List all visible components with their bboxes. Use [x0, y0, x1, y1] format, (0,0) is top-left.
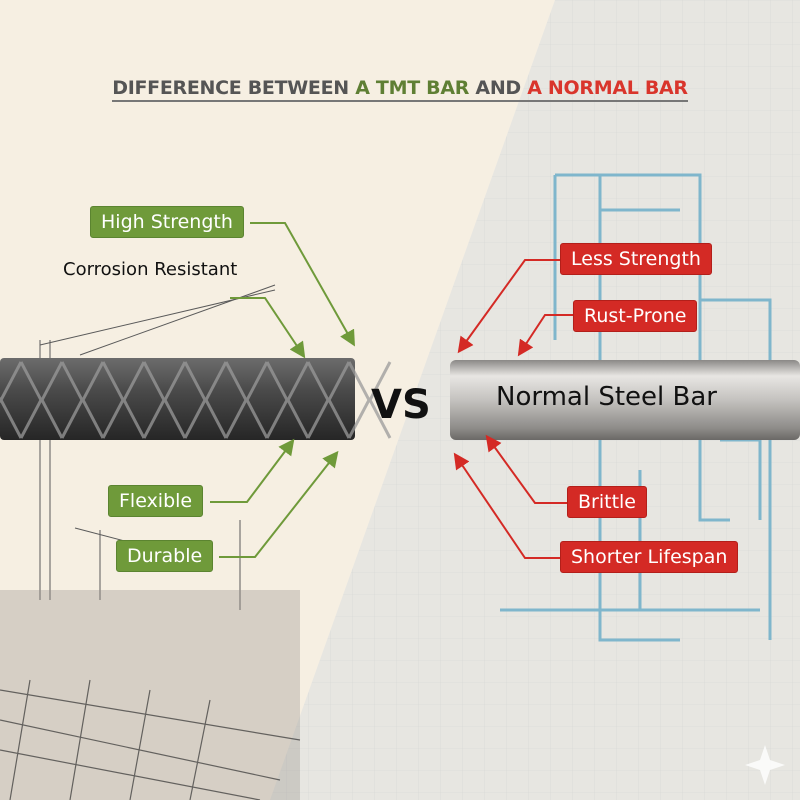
label-high-strength: High Strength	[90, 206, 244, 238]
normal-steel-bar	[450, 360, 800, 440]
label-flexible: Flexible	[108, 485, 204, 517]
rebar-rib	[60, 361, 105, 439]
rebar-rib	[142, 361, 187, 439]
rebar-rib	[265, 361, 310, 439]
rebar-rib	[183, 361, 228, 439]
rebar-rib	[306, 361, 351, 439]
normal-bar-label: Normal Steel Bar	[496, 382, 717, 412]
red-arrows	[453, 259, 573, 559]
page-title: DIFFERENCE BETWEEN A TMT BAR AND A NORMA…	[0, 77, 800, 102]
rebar-rib	[0, 361, 23, 439]
label-durable: Durable	[116, 540, 214, 572]
rebar-rib	[19, 361, 64, 439]
rebar-rib	[224, 361, 269, 439]
label-brittle: Brittle	[567, 486, 647, 518]
vs-text: VS	[371, 382, 431, 428]
label-corrosion-resistant: Corrosion Resistant	[63, 259, 238, 280]
rebar-rib	[347, 361, 392, 439]
label-shorter-lifespan: Shorter Lifespan	[560, 541, 739, 573]
label-less-strength: Less Strength	[560, 243, 712, 275]
label-rust-prone: Rust-Prone	[573, 300, 698, 332]
sparkle-icon	[745, 745, 785, 785]
tmt-bar	[0, 358, 392, 440]
green-arrows	[210, 222, 355, 558]
rebar-rib	[101, 361, 146, 439]
construction-site	[0, 590, 300, 800]
